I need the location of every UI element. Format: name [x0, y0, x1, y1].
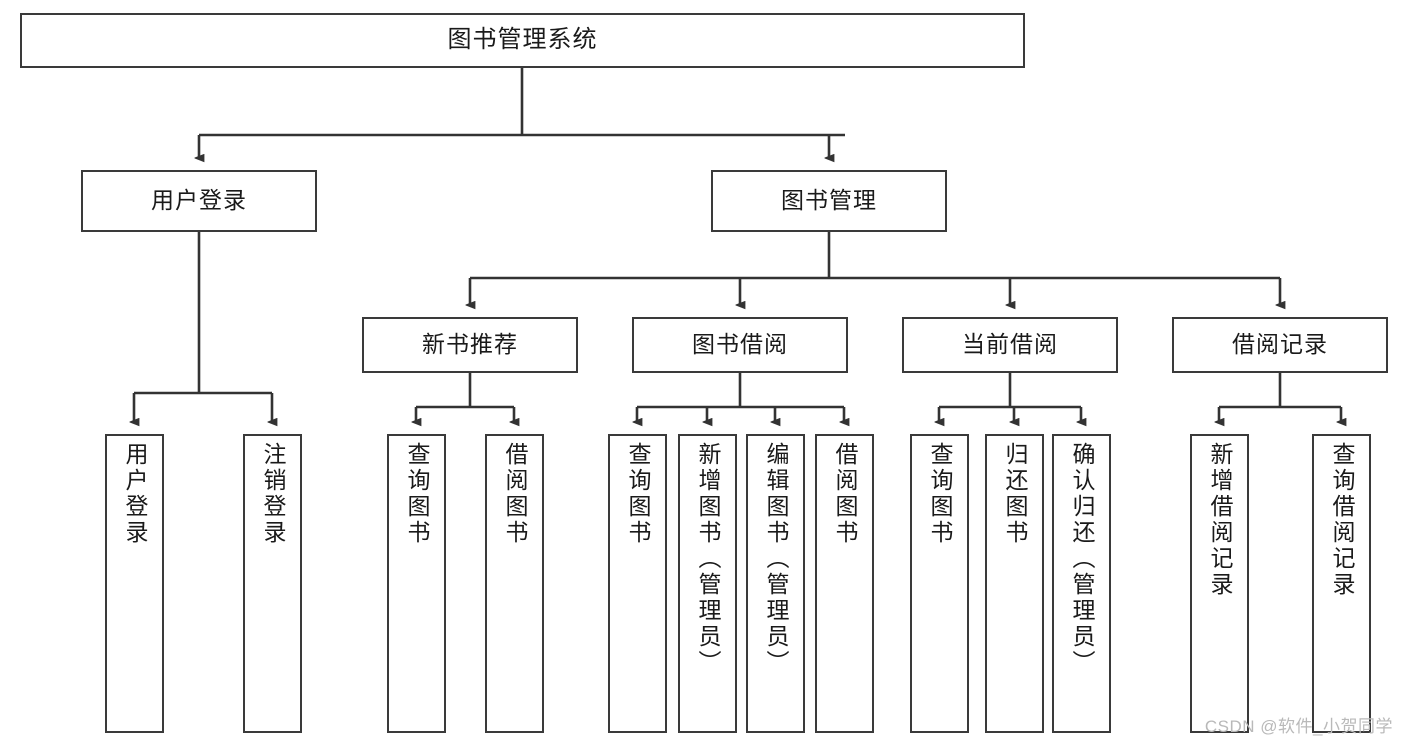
leaf-label: 查询图书: [404, 442, 430, 546]
leaf-label: 借阅图书: [832, 442, 858, 546]
node-leaf-borrow-book[interactable]: 借阅图书: [815, 434, 874, 733]
node-user-login-module[interactable]: 用户登录: [81, 170, 317, 232]
leaf-label: 编辑图书（管理员）: [763, 442, 789, 676]
node-root-system[interactable]: 图书管理系统: [20, 13, 1025, 68]
leaf-label: 查询图书: [927, 442, 953, 546]
node-book-borrow[interactable]: 图书借阅: [632, 317, 848, 373]
leaf-label: 用户登录: [122, 442, 148, 546]
node-leaf-add-book-admin[interactable]: 新增图书（管理员）: [678, 434, 737, 733]
leaf-label: 查询图书: [625, 442, 651, 546]
node-leaf-borrow-book-recommend[interactable]: 借阅图书: [485, 434, 544, 733]
node-leaf-return-book[interactable]: 归还图书: [985, 434, 1044, 733]
node-leaf-add-borrow-record[interactable]: 新增借阅记录: [1190, 434, 1249, 733]
leaf-label: 注销登录: [260, 442, 286, 546]
node-leaf-logout[interactable]: 注销登录: [243, 434, 302, 733]
node-leaf-query-book-current[interactable]: 查询图书: [910, 434, 969, 733]
node-borrow-records[interactable]: 借阅记录: [1172, 317, 1388, 373]
node-leaf-query-borrow-record[interactable]: 查询借阅记录: [1312, 434, 1371, 733]
leaf-label: 确认归还（管理员）: [1069, 442, 1095, 676]
node-leaf-query-book-recommend[interactable]: 查询图书: [387, 434, 446, 733]
leaf-label: 新增图书（管理员）: [695, 442, 721, 676]
node-leaf-query-book-borrow[interactable]: 查询图书: [608, 434, 667, 733]
node-new-book-recommend[interactable]: 新书推荐: [362, 317, 578, 373]
leaf-label: 查询借阅记录: [1329, 442, 1355, 598]
node-leaf-confirm-return-admin[interactable]: 确认归还（管理员）: [1052, 434, 1111, 733]
node-current-borrow[interactable]: 当前借阅: [902, 317, 1118, 373]
leaf-label: 归还图书: [1002, 442, 1028, 546]
node-leaf-user-login[interactable]: 用户登录: [105, 434, 164, 733]
node-leaf-edit-book-admin[interactable]: 编辑图书（管理员）: [746, 434, 805, 733]
node-book-management-module[interactable]: 图书管理: [711, 170, 947, 232]
csdn-watermark: CSDN @软件_小贺同学: [1204, 717, 1393, 736]
leaf-label: 借阅图书: [502, 442, 528, 546]
leaf-label: 新增借阅记录: [1207, 442, 1233, 598]
